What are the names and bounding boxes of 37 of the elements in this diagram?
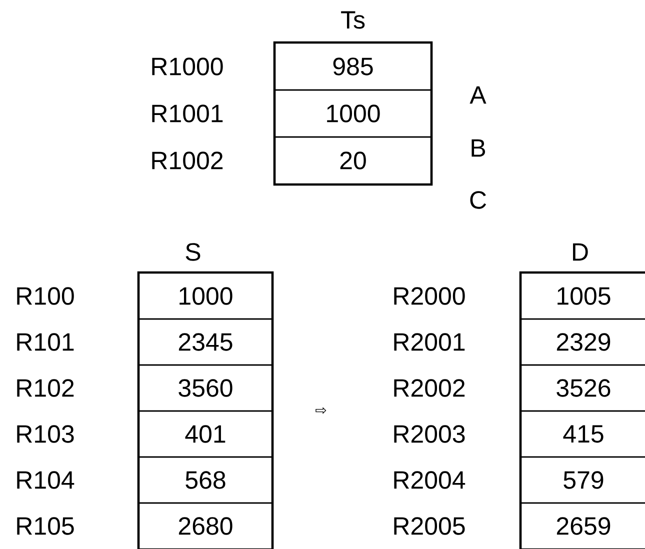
table-cell: 2680 <box>138 502 273 549</box>
row-label: R1001 <box>152 104 223 122</box>
row-label: R2000 <box>394 287 465 305</box>
table-heading: Ts <box>341 11 365 29</box>
table-cell: 401 <box>138 410 273 458</box>
table-cell: 1005 <box>520 272 645 320</box>
table-cell: 568 <box>138 456 273 504</box>
row-label: R105 <box>17 517 74 535</box>
table-cell: 3526 <box>520 364 645 412</box>
table-heading: D <box>573 243 588 261</box>
letter-label: A <box>470 86 486 104</box>
row-label: R2001 <box>394 333 465 351</box>
row-label: R1002 <box>152 152 223 170</box>
table-heading: S <box>186 243 200 261</box>
row-label: R104 <box>17 471 74 489</box>
row-label: R103 <box>17 425 74 443</box>
row-label: R100 <box>17 287 74 305</box>
letter-label: B <box>472 139 486 157</box>
row-label: R102 <box>17 379 74 397</box>
table-cell: 985 <box>274 42 432 91</box>
row-label: R2003 <box>394 425 465 443</box>
table-cell: 2329 <box>520 318 645 366</box>
row-label: R101 <box>17 333 74 351</box>
table-cell: 2659 <box>520 502 645 549</box>
table-cell: 579 <box>520 456 645 504</box>
letter-label: C <box>470 191 486 209</box>
row-label: R2004 <box>394 471 466 489</box>
row-label: R2002 <box>394 379 465 397</box>
table-cell: 2345 <box>138 318 273 366</box>
table-cell: 1000 <box>274 89 432 138</box>
arrow-symbol: ⇨ <box>316 407 326 414</box>
table-cell: 20 <box>274 136 432 185</box>
table-cell: 1000 <box>138 272 273 320</box>
table-cell: 3560 <box>138 364 273 412</box>
table-cell: 415 <box>520 410 645 458</box>
row-label: R2005 <box>394 517 465 535</box>
row-label: R1000 <box>152 58 223 76</box>
